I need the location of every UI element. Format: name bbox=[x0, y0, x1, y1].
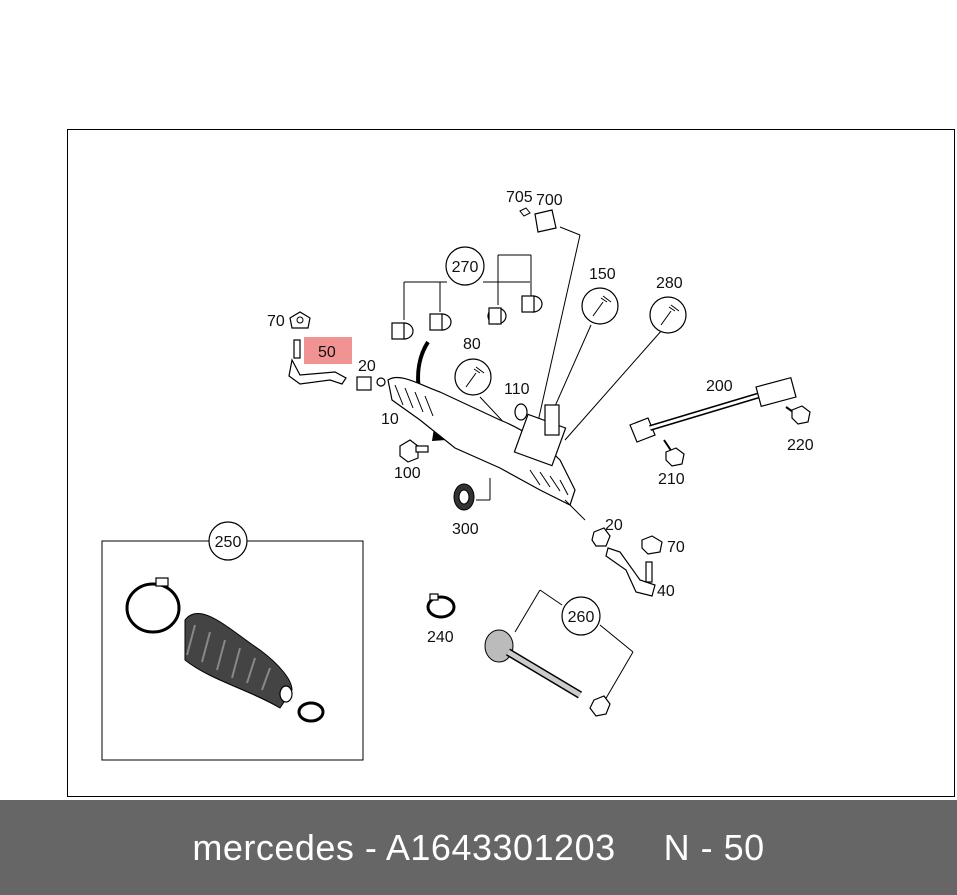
bolt-220 bbox=[785, 405, 811, 425]
steering-rack bbox=[387, 376, 586, 521]
tie-rod-end-50 bbox=[288, 311, 347, 385]
footer-part-number: mercedes - A1643301203 bbox=[192, 826, 616, 868]
label-280: 280 bbox=[656, 275, 683, 292]
label-250: 250 bbox=[215, 534, 242, 551]
leader-lines bbox=[403, 226, 663, 701]
label-260: 260 bbox=[568, 609, 595, 626]
shaft-200 bbox=[629, 376, 797, 443]
label-10: 10 bbox=[381, 411, 399, 428]
label-100: 100 bbox=[394, 465, 421, 482]
footer-banner: mercedes - A1643301203 N - 50 bbox=[0, 800, 957, 895]
bolt-100 bbox=[399, 439, 429, 463]
nut-20-left bbox=[356, 376, 372, 391]
diagram-frame bbox=[67, 129, 955, 797]
clamp-240 bbox=[426, 593, 456, 619]
label-700: 700 bbox=[536, 192, 563, 209]
label-220: 220 bbox=[787, 437, 814, 454]
label-270: 270 bbox=[452, 259, 479, 276]
highlight-box bbox=[304, 337, 352, 364]
label-20-left: 20 bbox=[358, 358, 376, 375]
footer-position: N - 50 bbox=[663, 826, 765, 868]
label-110: 110 bbox=[504, 381, 530, 398]
label-20-right: 20 bbox=[605, 517, 623, 534]
boot-250 bbox=[125, 577, 325, 723]
bushings-270 bbox=[391, 295, 543, 340]
washer-110 bbox=[514, 403, 528, 421]
seal-300 bbox=[453, 483, 475, 511]
wrench-280 bbox=[649, 296, 687, 334]
label-240: 240 bbox=[427, 629, 454, 646]
wrench-150 bbox=[581, 287, 619, 325]
inner-tie-rod-260 bbox=[484, 629, 611, 717]
label-70-right: 70 bbox=[667, 539, 685, 556]
cap-700 bbox=[519, 207, 557, 233]
tie-rod-end-40 bbox=[605, 547, 656, 597]
label-705: 705 bbox=[506, 189, 533, 206]
callout-circles bbox=[208, 246, 601, 636]
label-200: 200 bbox=[706, 378, 733, 395]
label-40: 40 bbox=[657, 583, 675, 600]
label-80: 80 bbox=[463, 336, 481, 353]
label-210: 210 bbox=[658, 471, 685, 488]
label-50: 50 bbox=[318, 344, 336, 361]
bolt-210 bbox=[663, 439, 685, 467]
wrench-80 bbox=[454, 358, 492, 396]
label-300: 300 bbox=[452, 521, 479, 538]
label-150: 150 bbox=[589, 266, 616, 283]
label-70-left: 70 bbox=[267, 313, 285, 330]
nut-70-right bbox=[641, 535, 663, 555]
nut-20-right bbox=[591, 527, 611, 547]
